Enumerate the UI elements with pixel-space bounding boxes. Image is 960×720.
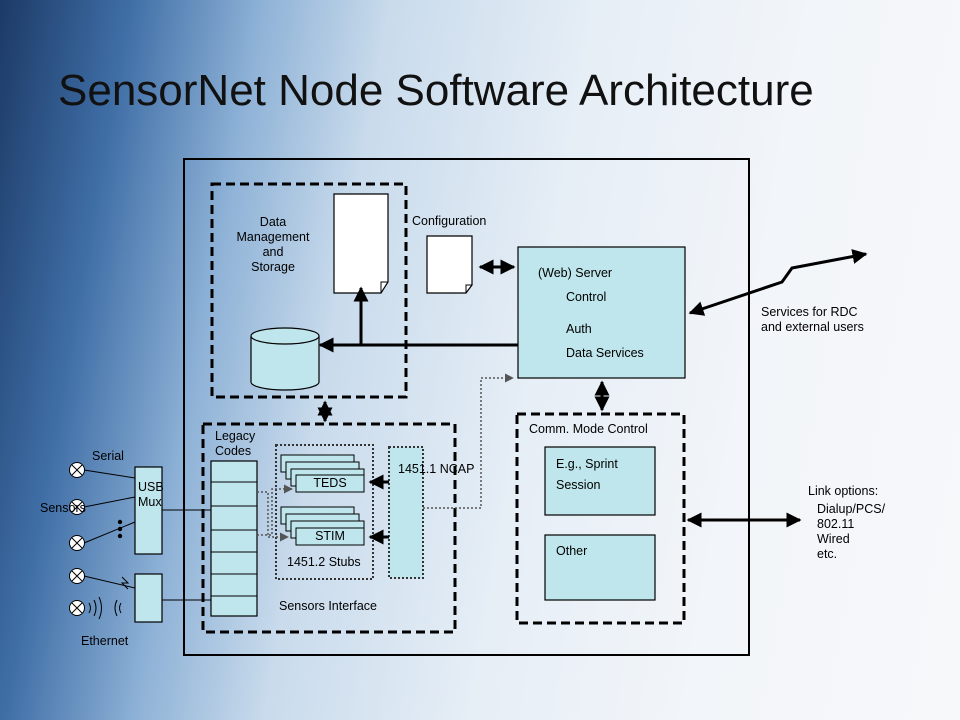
document-icon — [333, 193, 389, 294]
ethernet-label: Ethernet — [81, 634, 129, 648]
sensors-interface-label: Sensors Interface — [279, 599, 377, 613]
sensors-interface-container — [201, 422, 457, 634]
other-box — [544, 534, 656, 601]
sprint-session-box — [544, 446, 656, 516]
web-server-box — [517, 246, 686, 379]
label-line: Legacy — [215, 429, 256, 443]
label-line: and — [262, 245, 284, 259]
data-management-container — [210, 182, 408, 399]
data-management-label: Data Management and Storage — [228, 215, 318, 275]
sensors-label: Sensors — [40, 501, 86, 515]
label-line: Codes — [215, 444, 252, 458]
label-line: Management — [236, 230, 310, 244]
auth-label: Auth — [566, 322, 592, 336]
control-label: Control — [566, 290, 607, 304]
lightning-link-icon — [688, 249, 868, 316]
teds-stack — [280, 454, 365, 493]
eg-sprint-label: E.g., Sprint — [556, 457, 618, 471]
comm-mode-container — [515, 412, 686, 625]
stubs-label: 1451.2 Stubs — [287, 555, 361, 569]
other-label: Other — [556, 544, 588, 558]
label-line: 802.11 — [817, 517, 855, 531]
legacy-codes-label: Legacy Codes — [215, 429, 255, 459]
web-server-label: (Web) Server — [538, 266, 613, 280]
label-line: Data — [259, 215, 287, 229]
configuration-label: Configuration — [412, 214, 487, 228]
link-options-list: Dialup/PCS/ 802.11 Wired etc. — [817, 502, 885, 562]
wireless-icon — [88, 596, 122, 620]
database-icon — [250, 327, 320, 391]
legacy-codes-stack — [210, 460, 258, 617]
comm-mode-label: Comm. Mode Control — [529, 422, 648, 436]
sensor-icon — [69, 462, 85, 478]
link-options-label: Link options: — [808, 484, 879, 498]
label-line: and external users — [761, 320, 864, 334]
configuration-document-icon — [426, 235, 473, 294]
teds-label: TEDS — [313, 476, 347, 490]
sensor-icon — [69, 568, 85, 584]
label-line: etc. — [817, 547, 838, 561]
services-rdc-label: Services for RDC and external users — [761, 305, 864, 335]
session-label: Session — [556, 478, 601, 492]
ncap-box — [388, 446, 424, 579]
sensor-icon — [69, 600, 85, 616]
usb-mux-label: USB Mux — [138, 480, 164, 510]
ncap-label: 1451.1 NCAP — [398, 462, 475, 476]
ethernet-box — [134, 573, 163, 623]
data-services-label: Data Services — [566, 346, 644, 360]
node-boundary — [183, 158, 750, 656]
label-line: Mux — [138, 495, 162, 509]
label-line: Wired — [817, 532, 850, 546]
sensor-icon — [69, 535, 85, 551]
stim-stack — [280, 506, 365, 546]
label-line: Dialup/PCS/ — [817, 502, 886, 516]
ellipsis-icon — [117, 519, 123, 539]
usb-mux-box — [134, 466, 163, 555]
label-line: Services for RDC — [761, 305, 858, 319]
stim-label: STIM — [315, 529, 345, 543]
stubs-container — [275, 444, 374, 580]
serial-label: Serial — [92, 449, 124, 463]
sensor-icon — [69, 499, 85, 515]
slide-title: SensorNet Node Software Architecture — [58, 66, 814, 115]
label-line: Storage — [251, 260, 295, 274]
label-line: USB — [138, 480, 164, 494]
